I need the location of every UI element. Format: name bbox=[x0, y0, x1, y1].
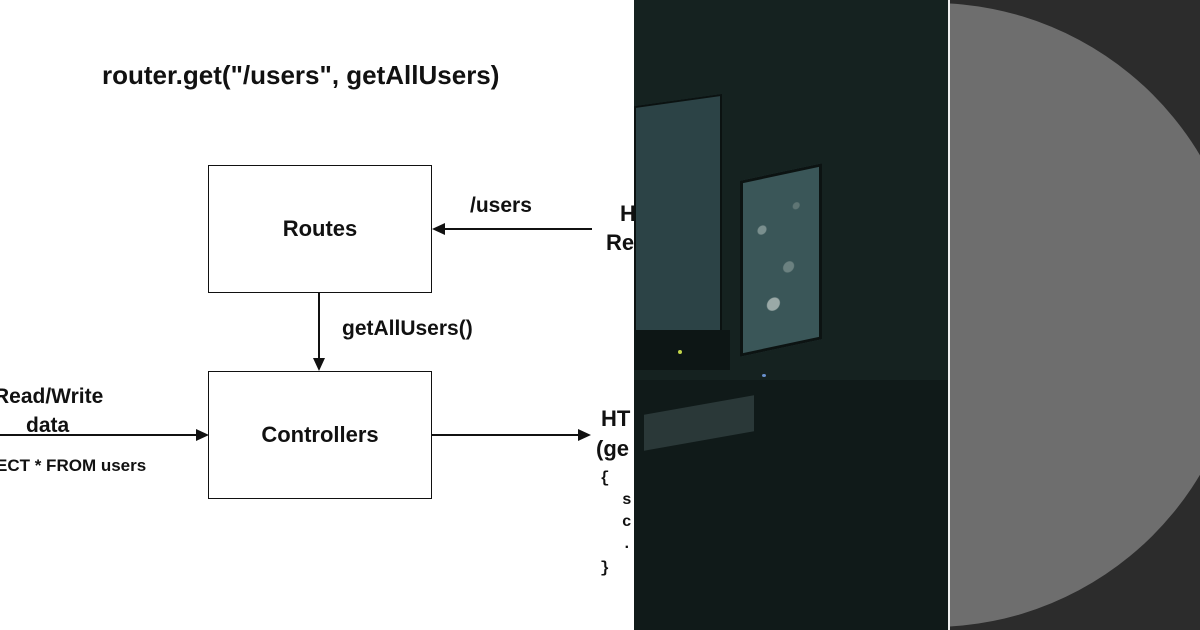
response-arrow-head bbox=[578, 429, 591, 441]
response-label-1: HT bbox=[601, 406, 631, 431]
routes-to-controllers-head bbox=[313, 358, 325, 371]
read-write-label-2: data bbox=[26, 414, 70, 437]
json-line-2: c bbox=[622, 513, 632, 531]
controllers-label: Controllers bbox=[261, 422, 379, 447]
controllers-box: Controllers bbox=[208, 371, 432, 499]
routes-box: Routes bbox=[208, 165, 432, 293]
architecture-diagram: router.get("/users", getAllUsers) Routes… bbox=[0, 60, 636, 577]
dark-desk-photo bbox=[634, 0, 950, 630]
json-line-3: . bbox=[622, 535, 632, 553]
json-close-brace: } bbox=[600, 559, 610, 577]
http-request-label-2: Re bbox=[606, 230, 635, 255]
monitor-right bbox=[740, 163, 822, 357]
users-path-label: /users bbox=[470, 194, 532, 217]
power-led bbox=[678, 350, 682, 354]
json-open-brace: { bbox=[600, 469, 610, 487]
decorative-circle bbox=[950, 3, 1200, 627]
routes-label: Routes bbox=[282, 216, 358, 241]
code-title: router.get("/users", getAllUsers) bbox=[102, 60, 500, 90]
request-arrow-head bbox=[432, 223, 445, 235]
read-write-label-1: Read/Write bbox=[0, 385, 104, 408]
response-label-2: (ge bbox=[596, 436, 629, 461]
monitor-left bbox=[634, 93, 722, 346]
get-all-users-label: getAllUsers() bbox=[342, 317, 473, 340]
decorative-panel bbox=[950, 0, 1200, 630]
monitor-left-base bbox=[634, 330, 730, 370]
request-arrow-line bbox=[442, 228, 592, 230]
routes-to-controllers-line bbox=[318, 293, 320, 360]
response-arrow-line bbox=[432, 434, 580, 436]
json-line-1: s bbox=[622, 491, 632, 509]
data-arrow-line bbox=[0, 434, 198, 436]
http-request-label-1: H bbox=[620, 201, 636, 226]
status-led bbox=[762, 374, 766, 377]
sql-query-label: ECT * FROM users bbox=[0, 456, 147, 475]
data-arrow-head bbox=[196, 429, 209, 441]
